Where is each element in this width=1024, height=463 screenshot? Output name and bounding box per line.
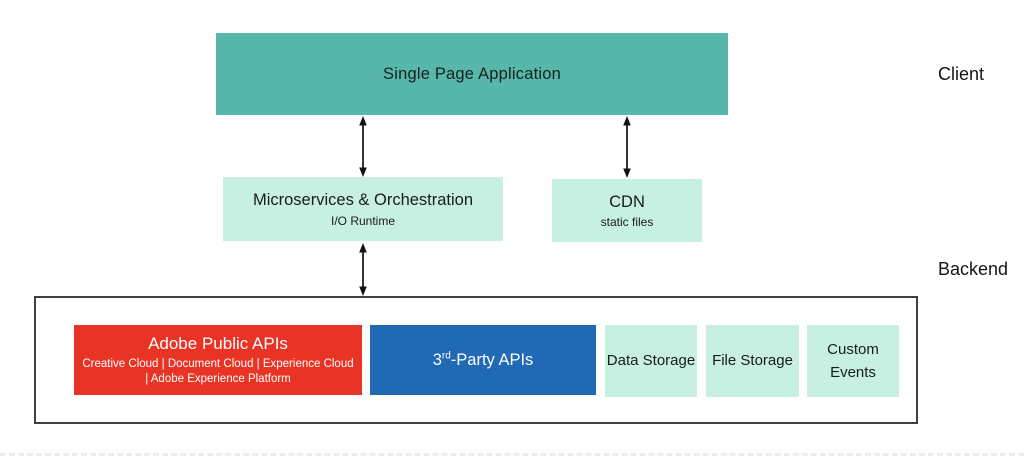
dashed-divider	[0, 453, 1024, 456]
backend-container: Adobe Public APIs Creative Cloud | Docum…	[34, 296, 918, 424]
client-label: Client	[938, 64, 985, 84]
cdn-box: CDN static files	[552, 179, 702, 242]
third-party-apis-title: 3rd-Party APIs	[432, 350, 534, 369]
spa-title: Single Page Application	[383, 64, 561, 83]
adobe-public-apis-box: Adobe Public APIs Creative Cloud | Docum…	[74, 325, 362, 395]
data-storage-label: Data Storage	[606, 352, 696, 370]
custom-events-label: Custom Events	[827, 340, 879, 381]
ordinal-superscript: rd	[441, 350, 451, 362]
arrow-spa-cdn	[623, 116, 631, 178]
microservices-title: Microservices & Orchestration	[252, 191, 474, 210]
data-storage-box: Data Storage	[605, 325, 697, 397]
backend-label: Backend	[938, 259, 1009, 279]
cdn-subtitle: static files	[600, 215, 654, 230]
third-party-apis-box: 3rd-Party APIs	[370, 325, 596, 395]
adobe-public-apis-title: Adobe Public APIs	[148, 334, 288, 354]
arrow-microservices-backend	[359, 243, 367, 296]
file-storage-box: File Storage	[706, 325, 799, 397]
cdn-title: CDN	[609, 192, 645, 211]
arrow-spa-microservices	[359, 116, 367, 177]
adobe-public-apis-subtitle: Creative Cloud | Document Cloud | Experi…	[82, 357, 354, 385]
spa-box: Single Page Application	[216, 33, 728, 115]
microservices-subtitle: I/O Runtime	[330, 213, 396, 228]
file-storage-label: File Storage	[712, 352, 793, 370]
custom-events-box: Custom Events	[807, 325, 899, 397]
microservices-box: Microservices & Orchestration I/O Runtim…	[223, 177, 503, 241]
